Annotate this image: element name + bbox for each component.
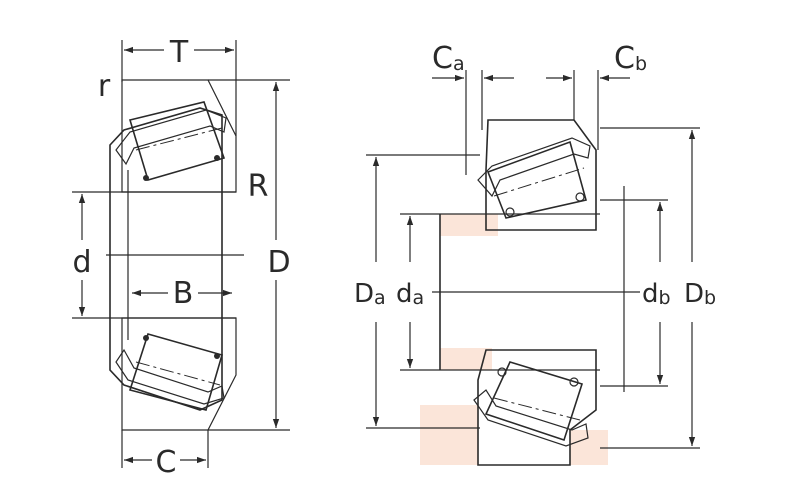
- left-bearing-section: T r R d D B C: [72, 35, 291, 480]
- label-D: D: [267, 245, 290, 280]
- cup-upper: [121, 79, 237, 193]
- label-r: r: [98, 69, 111, 104]
- roller-upper: [128, 101, 226, 181]
- cage-upper: [115, 109, 227, 166]
- right-mounting-section: Ca Cb Da da db Db: [354, 41, 716, 466]
- cup-lower: [121, 317, 237, 431]
- label-B: B: [173, 276, 194, 311]
- label-R: R: [248, 169, 269, 204]
- label-da: da: [396, 279, 424, 309]
- label-Db: Db: [684, 279, 716, 309]
- label-Da: Da: [354, 279, 386, 309]
- label-Cb: Cb: [614, 41, 647, 76]
- label-d: d: [72, 245, 91, 280]
- label-T: T: [169, 35, 189, 70]
- cage-lower: [115, 348, 225, 405]
- roller-lower: [128, 333, 223, 411]
- label-Ca: Ca: [432, 41, 465, 76]
- label-db: db: [642, 279, 671, 309]
- mount-roller-upper: [486, 140, 587, 219]
- label-C: C: [156, 445, 177, 480]
- mount-cup-lower: [477, 349, 597, 466]
- cone-upper: [109, 107, 223, 411]
- mount-roller-lower: [484, 361, 584, 442]
